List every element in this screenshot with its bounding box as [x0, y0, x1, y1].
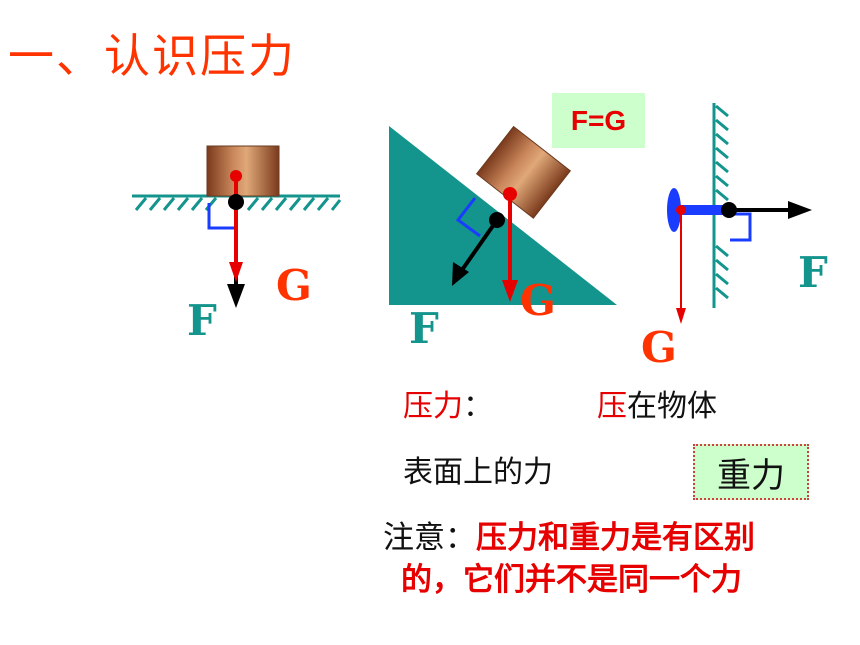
center-of-mass-dot-incline: [503, 187, 517, 201]
ground-hatching: [134, 197, 342, 211]
force-f-arrowhead: [227, 284, 245, 308]
force-f-arrowhead-wall: [788, 201, 812, 219]
gravity-g-arrowhead-wall: [676, 308, 686, 324]
contact-point-dot-wall: [721, 202, 737, 218]
fig1-f-label: F: [187, 296, 217, 345]
block: [206, 145, 280, 197]
gravity-g-arrowhead-incline: [502, 280, 518, 302]
definition-colon: ：: [463, 389, 493, 424]
definition-line2: 表面上的力: [403, 455, 553, 490]
wall-hatching: [715, 104, 729, 300]
right-angle-marker-wall: [728, 212, 752, 242]
contact-point-dot-incline: [489, 212, 505, 228]
answer-box: 重力: [693, 444, 809, 500]
note-block: 注意：压力和重力是有区别 的，它们并不是同一个力: [383, 518, 853, 602]
right-angle-marker-incline: [455, 197, 481, 238]
page-title: 一、认识压力: [8, 29, 296, 83]
fig3-f-label: F: [798, 248, 828, 297]
figure-incline: [389, 125, 617, 305]
definition-rest: 在物体: [627, 389, 717, 424]
definition-line1-right: 压在物体: [597, 392, 717, 422]
definition-line1: 压力：: [403, 392, 493, 422]
definition-term: 压力: [403, 389, 463, 424]
fig2-f-label: F: [409, 304, 439, 353]
note-text1: 压力和重力是有区别: [476, 520, 755, 556]
tack-head: [667, 188, 681, 232]
fig3-g-label: G: [641, 323, 677, 372]
figure-horizontal-surface: [132, 145, 342, 308]
definition-press-char: 压: [597, 389, 627, 424]
contact-point-dot: [228, 194, 244, 210]
force-f-arrowhead-incline: [452, 262, 469, 286]
center-of-mass-dot-wall: [676, 205, 686, 215]
tack-pin: [680, 205, 726, 215]
note-line2: 的，它们并不是同一个力: [401, 561, 742, 598]
equation-box: F=G: [552, 93, 645, 148]
fig2-g-label: G: [520, 276, 556, 325]
center-of-mass-dot: [230, 170, 242, 182]
right-angle-marker: [207, 203, 236, 230]
fig1-g-label: G: [276, 261, 312, 310]
figure-wall: [667, 103, 812, 324]
note-prefix: 注意：: [383, 520, 476, 556]
note-line1: 注意：压力和重力是有区别: [383, 518, 853, 560]
force-f-arrow-incline: [460, 218, 499, 272]
gravity-g-arrowhead: [229, 262, 243, 282]
